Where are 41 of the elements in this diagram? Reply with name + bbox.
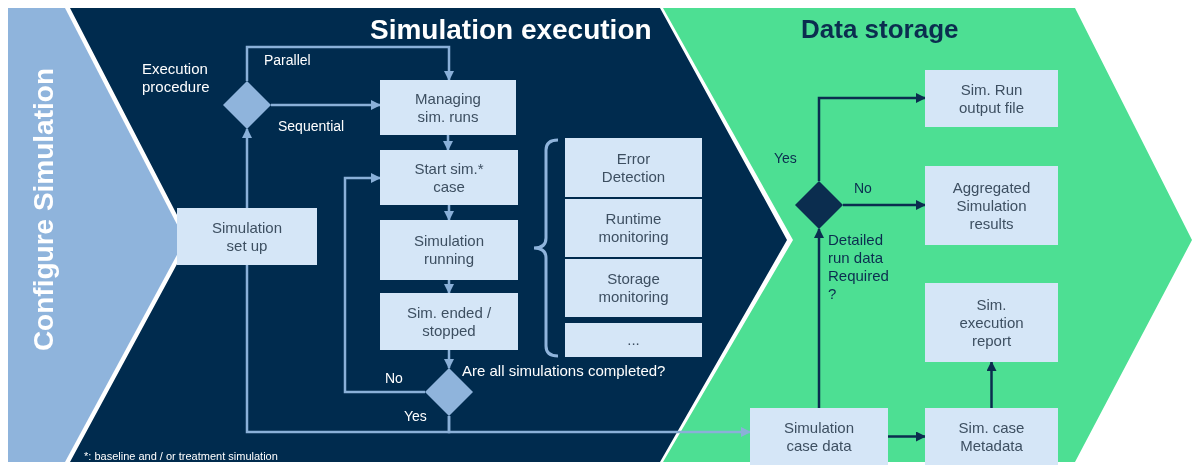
arrow [888,431,926,442]
edge-label: Sequential [276,118,347,134]
process-box: Managing sim. runs [380,80,516,135]
arrow [986,361,997,408]
process-box: Storage monitoring [565,259,702,317]
arrow [343,173,425,394]
decision-label: Execution procedure [142,60,211,96]
process-box: Runtime monitoring [565,199,702,257]
process-box: Start sim.* case [380,150,518,205]
footnote: *: baseline and / or treatment simulation [84,450,278,462]
process-box: Simulation running [380,220,518,280]
process-box: Sim. ended / stopped [380,293,518,350]
process-box: ... [565,323,702,357]
process-box: Sim. case Metadata [925,408,1058,465]
section-title: Data storage [801,14,959,45]
arrow [814,228,824,408]
arrow [444,205,454,221]
edge-label: No [852,180,874,196]
edge-label: Yes [402,408,429,424]
section-title: Simulation execution [370,14,652,46]
arrow [245,45,454,81]
decision-label: Detailed run data Required ? [828,231,890,303]
arrow [271,100,381,110]
section-title: Configure Simulation [28,68,60,352]
arrow [817,93,926,181]
arrow [843,200,926,210]
arrow [242,128,252,208]
arrow [447,416,751,437]
edge-label: No [383,370,405,386]
process-box: Sim. execution report [925,283,1058,362]
process-box: Aggregated Simulation results [925,166,1058,245]
arrow [444,350,454,369]
process-box: Simulation set up [177,208,317,265]
decision-label: Are all simulations completed? [462,362,667,380]
process-box: Simulation case data [750,408,888,465]
arrow [443,135,453,151]
arrow [444,280,454,294]
edge-label: Yes [772,150,799,166]
process-box: Error Detection [565,138,702,197]
edge-label: Parallel [262,52,313,68]
process-box: Sim. Run output file [925,70,1058,127]
